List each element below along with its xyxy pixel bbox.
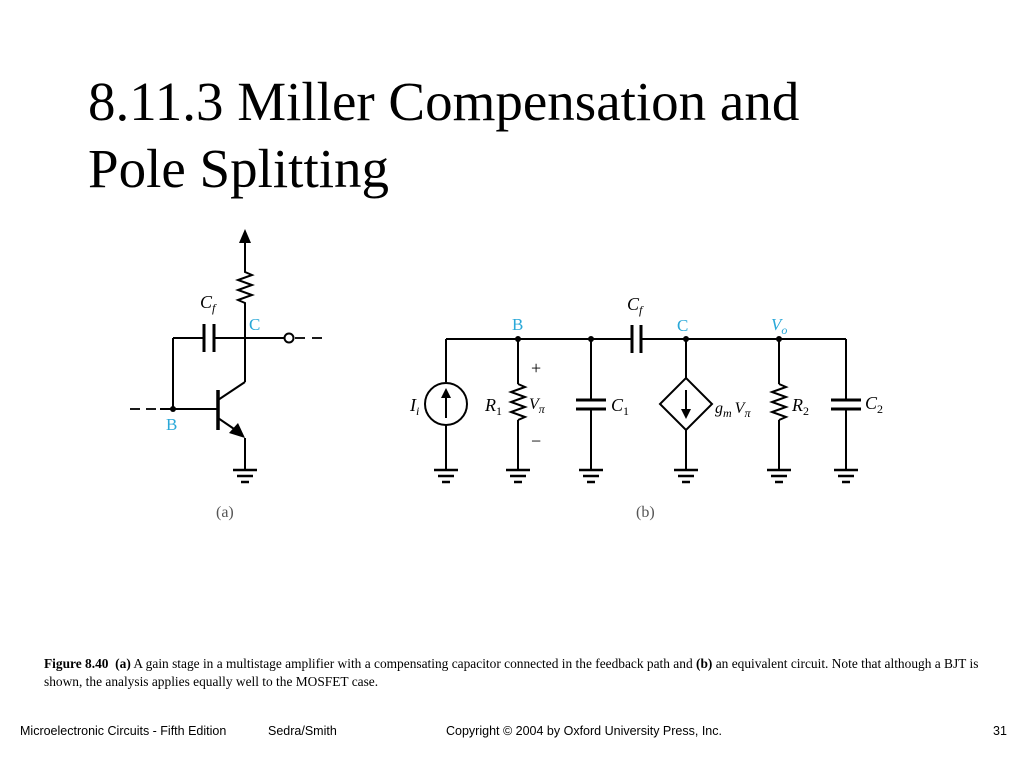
resistor-r2	[769, 383, 789, 421]
caption-part-a: (a)	[115, 656, 131, 671]
caption-figure-label: Figure 8.40	[44, 656, 109, 671]
circuit-a-node-c-label: C	[249, 315, 260, 334]
resistor-r1	[508, 383, 528, 421]
circuit-b-r1-label: R1	[484, 395, 502, 418]
circuit-b-minus-label: −	[531, 431, 541, 451]
circuit-a	[130, 229, 322, 484]
circuit-b-c2-label: C2	[865, 393, 883, 416]
caption-text-a: A gain stage in a multistage amplifier w…	[133, 656, 693, 671]
circuit-b-plus-label: +	[531, 358, 541, 378]
load-resistor	[235, 265, 255, 310]
circuit-b-c1-label: C1	[611, 395, 629, 418]
circuit-b-r2-label: R2	[791, 395, 809, 418]
figure-caption: Figure 8.40 (a) A gain stage in a multis…	[44, 655, 1004, 691]
circuit-b-node-b-label: B	[512, 315, 523, 334]
circuit-figure: Cf C B (a)	[130, 229, 883, 521]
circuit-b-vpi-label: Vπ	[529, 396, 546, 416]
current-source-arrow-icon	[441, 388, 451, 398]
slide-title: 8.11.3 Miller Compensation and Pole Spli…	[88, 68, 988, 202]
footer-authors: Sedra/Smith	[268, 724, 337, 738]
circuit-a-cf-label: Cf	[200, 292, 217, 315]
dependent-source-arrow-icon	[681, 409, 691, 419]
circuit-b-node-c-label: C	[677, 316, 688, 335]
circuit-b	[424, 325, 861, 484]
caption-text-b: an equivalent circuit. Note that althoug…	[44, 656, 979, 689]
caption-part-b: (b)	[696, 656, 713, 671]
footer-page-number: 31	[993, 724, 1007, 738]
circuit-b-vo-label: Vo	[771, 315, 787, 337]
circuit-a-node-b-label: B	[166, 415, 177, 434]
footer-copyright: Copyright © 2004 by Oxford University Pr…	[446, 724, 722, 738]
emitter-arrow-icon	[229, 423, 245, 438]
slide-title-line-2: Pole Splitting	[88, 138, 390, 199]
output-terminal	[283, 332, 295, 344]
circuit-b-cf-label: Cf	[627, 294, 644, 317]
footer-book-title: Microelectronic Circuits - Fifth Edition	[20, 724, 227, 738]
circuit-b-ii-label: Ii	[409, 395, 419, 418]
circuit-a-sublabel: (a)	[216, 504, 234, 521]
slide-title-line-1: 8.11.3 Miller Compensation and	[88, 71, 800, 132]
circuit-b-sublabel: (b)	[636, 504, 655, 521]
supply-arrow-icon	[239, 229, 251, 243]
